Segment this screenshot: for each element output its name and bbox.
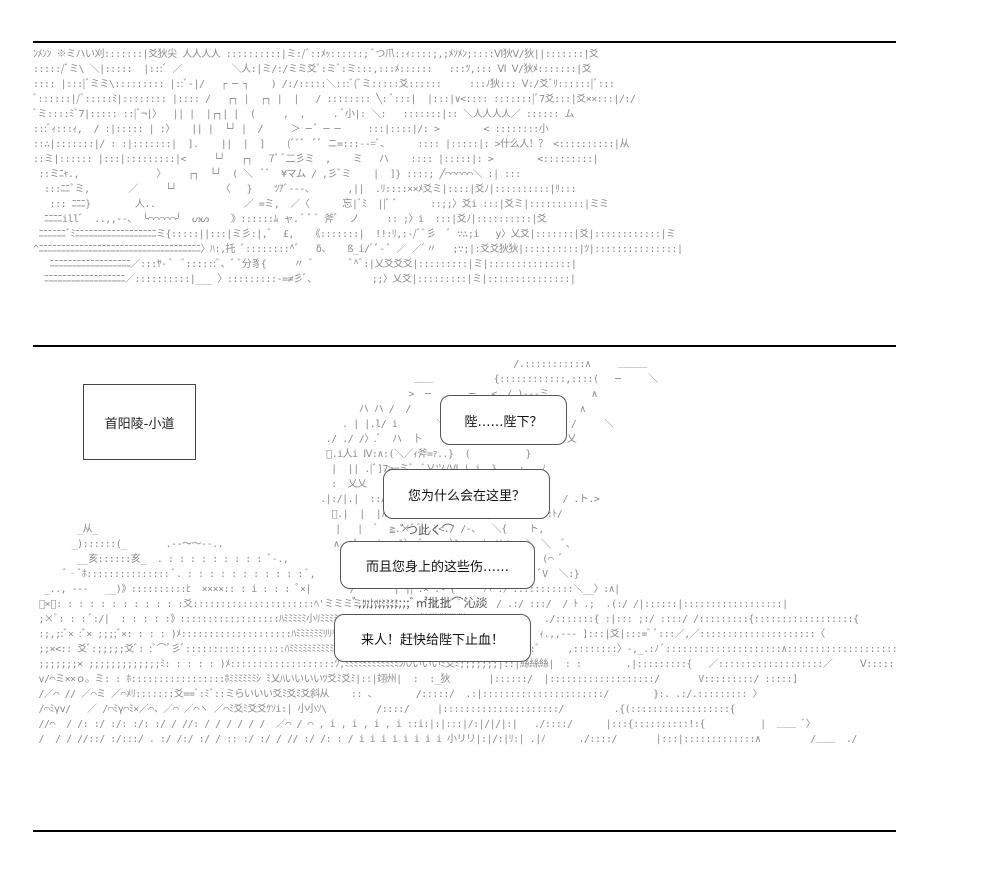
upper-art-line: ::: ﾆﾆﾆ} 人.. ／ =ミ, ／〈 忘|ﾞﾐ ||ﾞ ﾞ ::;;〉爻i… bbox=[33, 199, 609, 210]
upper-art-line: ﾝﾒﾝﾝ ※ミハい刈:::::::|爻狄尖 人人人人 ::::::::::|ミ:… bbox=[33, 49, 599, 60]
upper-art-line: ﾆﾆﾆﾆﾆﾆﾆﾆﾆﾆﾆﾆﾆﾆﾆﾆﾆﾆ／:::ﾔ‐ ﾞ ﾞ::::::ﾞ、ﾞ ﾞ分… bbox=[33, 259, 577, 270]
lower-art-line: /／⌒ // ／⌒ミ ／⌒ﾒﾘ:::::::爻==ﾞ:ﾐﾞ::ミらいいい爻ﾐ爻ﾐ… bbox=[33, 689, 763, 700]
speech-bubble-3: 而且您身上的这些伤…… bbox=[340, 541, 535, 589]
upper-art-line: ::ミ|:::::: |:::|:::::::::|< └┘ ┌┐ 7ﾞ ﾞ二彡… bbox=[33, 154, 599, 165]
inline-caption-1: ﾞつ此く⌒ bbox=[400, 523, 455, 537]
upper-art-line: :::::/ﾞミ\ ＼|::::: |:::ﾞ ／ ＼人:|ミ/:/ミミ爻ﾞ:ミ… bbox=[33, 64, 592, 75]
speech-bubble-3-text: 而且您身上的这些伤…… bbox=[365, 559, 509, 575]
upper-art-line: ::∴|:::::::|/ : :|:::::::| ]. || | ] (ﾞﾞ… bbox=[33, 139, 629, 150]
inline-caption-2: ﾞ,;;;;;;;;;;;;ﾞ㎡批批⌒沁淡 bbox=[352, 596, 488, 610]
upper-art-line: ﾆﾆﾆﾆﾆﾆﾆﾆﾆﾆﾆﾆﾆﾆﾆﾆﾆﾆ／::::::::::|___ 〉:::::… bbox=[33, 274, 576, 285]
upper-art-line: ﾆﾆﾆﾆﾆﾆﾞﾐﾆﾆﾆﾆﾆﾆﾆﾆﾆﾆﾆﾆﾆﾆﾆﾆﾆﾆミ{:::::||:::|ミ… bbox=[33, 229, 676, 240]
speech-bubble-4-text: 来人！赶快给陛下止血！ bbox=[360, 632, 504, 648]
lower-art-line: /.:::::::::::∧ ＿＿＿ bbox=[33, 359, 647, 370]
upper-art-line: :::: |:::|ﾞミミ\::::::::: |::ﾞ-|/ ┌ ─ ┐ ) … bbox=[33, 79, 615, 90]
upper-art-line: ﾞミ::::ﾐﾞ7|::::: ::|ﾞ¬|〉 || | |┌┐| | ( , … bbox=[33, 109, 574, 120]
lower-art-line: _从_ | | ﾞ ≧.×ﾞ ﾞ..:<./ /-、 ＼{ ト, bbox=[33, 524, 544, 535]
lower-art-line: / / / //::/ :/:::/ . :/ /:/ :/ / :: :/ :… bbox=[33, 734, 858, 745]
upper-art-line: :::ﾞｨ:::ｨ, / :|::::: | :〉 || | └┘ | / ＞ … bbox=[33, 124, 549, 135]
lower-art-line: /⌒ﾐγv/ ／ /⌒ﾐγ⌒ﾐ×／⌒、／⌒ ／⌒ヽ ／⌒ﾐ爻ﾐ爻爻ｹｿi:| 小… bbox=[33, 704, 736, 715]
upper-art-line: :::ﾆﾆﾞミ, ／ └┘ 〈 } ﾂｱﾞ‐‐‐、 ,|| .ﾘ::::××ﾒ爻… bbox=[33, 184, 577, 195]
upper-art-line: ^ﾆﾆﾆﾆﾆﾆﾆﾆﾆﾆﾆﾆﾆﾆﾆﾆﾆﾆﾆﾆﾆﾆﾆﾆﾆﾆﾆﾆﾆﾆﾆﾆﾆﾆﾆﾆ〉ﾊ:… bbox=[33, 244, 683, 255]
upper-art-line: ﾆﾆﾆﾆillﾞ ..,,‐‐、 ╰⌒⌒⌒⌒⌒╯ ᔕᔕ 》::::::ﾑ ャ. … bbox=[33, 214, 547, 225]
speech-bubble-4: 来人！赶快给陛下止血！ bbox=[334, 614, 531, 662]
top-rule bbox=[33, 41, 896, 43]
speech-bubble-1: 陛……陛下？ bbox=[440, 395, 567, 445]
lower-art-line: v/⌒ミ××ｏ。ミ: : ﾎ:::::::::::::::::ﾎﾐﾐﾐﾐﾐﾐｼ … bbox=[33, 674, 799, 685]
panel-upper-art: ﾝﾒﾝﾝ ※ミハい刈:::::::|爻狄尖 人人人人 ::::::::::|ミ:… bbox=[33, 47, 896, 343]
upper-art-line: ﾞ::::::|/ﾞ:::::ﾐ|:::::::: |:::: / ┌┐ | ┌… bbox=[33, 94, 636, 105]
speech-bubble-2-text: 您为什么会在这里？ bbox=[407, 488, 525, 504]
lower-art-line: //⌒ / /: :/ :/: :/: :/ / //: / / / / / /… bbox=[33, 719, 816, 730]
location-label-box: 首阳陵-小道 bbox=[83, 384, 196, 460]
middle-rule bbox=[33, 345, 896, 347]
bottom-rule bbox=[33, 830, 896, 832]
upper-art-line: ::ミﾆｬ., 〉 ┌┐ └┘ ( ＼ ﾞﾞ ¥マム / ,彡ﾞミ | ]} :… bbox=[33, 169, 522, 180]
speech-bubble-1-text: 陛……陛下？ bbox=[464, 414, 543, 430]
speech-bubble-2: 您为什么会在这里？ bbox=[383, 469, 550, 519]
ascii-art-upper: ﾝﾒﾝﾝ ※ミハい刈:::::::|爻狄尖 人人人人 ::::::::::|ミ:… bbox=[33, 47, 896, 343]
location-label: 首阳陵-小道 bbox=[104, 416, 175, 432]
